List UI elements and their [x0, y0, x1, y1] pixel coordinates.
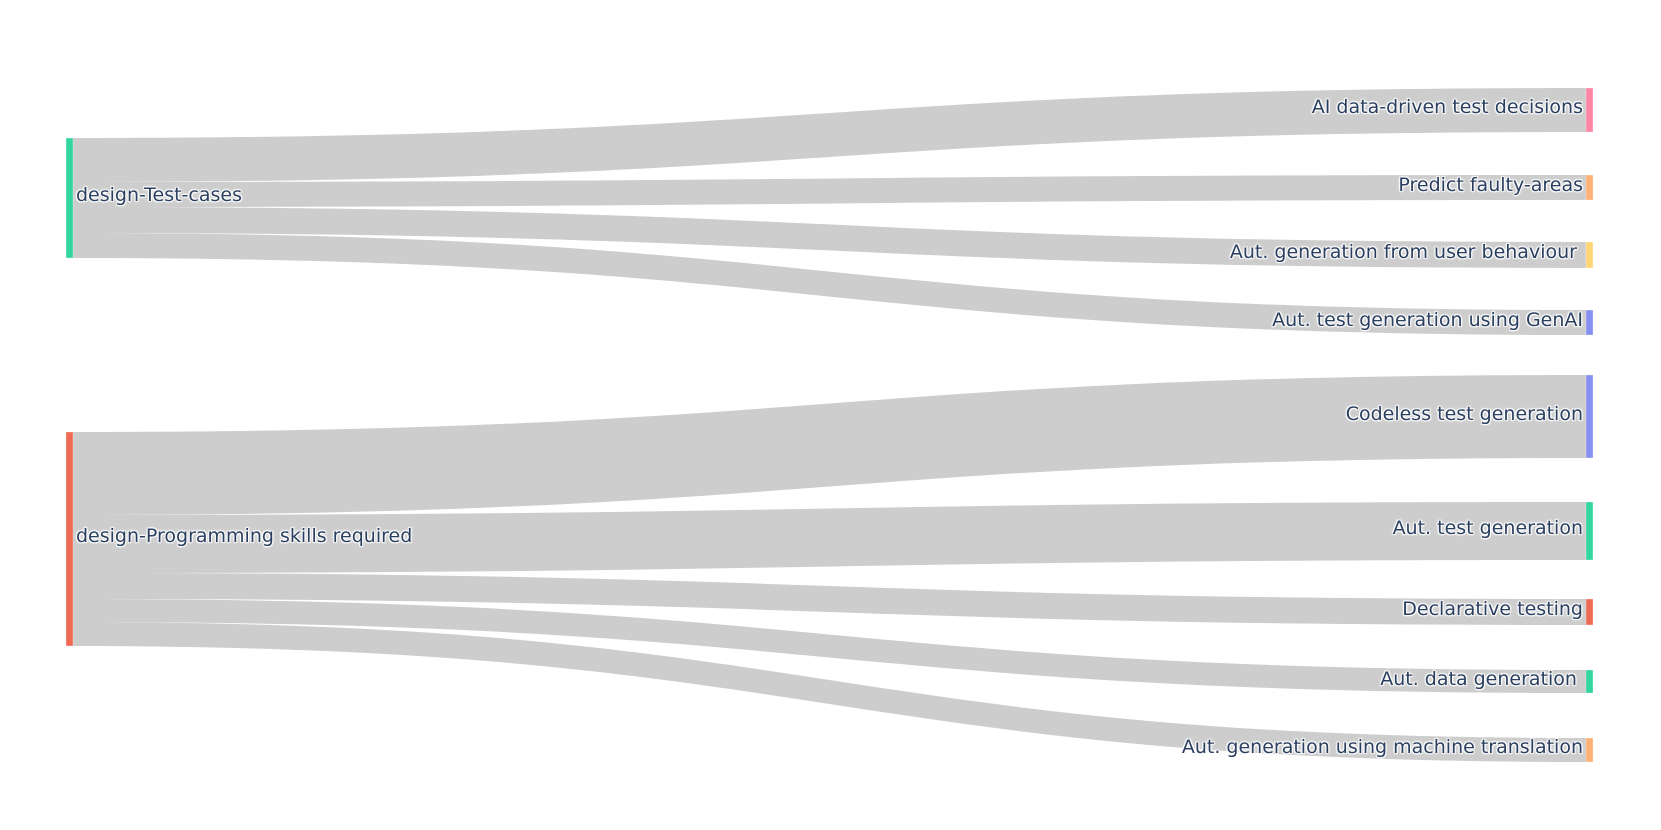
sankey-node-3[interactable] [1585, 174, 1594, 201]
sankey-node-8[interactable] [1585, 598, 1594, 626]
sankey-links-layer [73, 88, 1586, 762]
sankey-node-5[interactable] [1585, 309, 1594, 336]
sankey-link-5[interactable] [73, 502, 1586, 573]
sankey-node-4[interactable] [1585, 241, 1594, 269]
sankey-link-0[interactable] [73, 88, 1586, 182]
sankey-node-7[interactable] [1585, 501, 1594, 561]
sankey-node-10[interactable] [1585, 737, 1594, 763]
sankey-nodes-layer [65, 87, 1594, 763]
sankey-node-6[interactable] [1585, 374, 1594, 459]
sankey-link-8[interactable] [73, 622, 1586, 762]
sankey-node-9[interactable] [1585, 669, 1594, 694]
sankey-node-0[interactable] [65, 137, 74, 259]
sankey-link-2[interactable] [73, 207, 1586, 268]
sankey-link-7[interactable] [73, 599, 1586, 693]
sankey-node-2[interactable] [1585, 87, 1594, 133]
sankey-link-6[interactable] [73, 573, 1586, 625]
sankey-node-1[interactable] [65, 431, 74, 647]
sankey-link-1[interactable] [73, 175, 1586, 207]
sankey-link-3[interactable] [73, 233, 1586, 335]
sankey-link-4[interactable] [73, 375, 1586, 515]
